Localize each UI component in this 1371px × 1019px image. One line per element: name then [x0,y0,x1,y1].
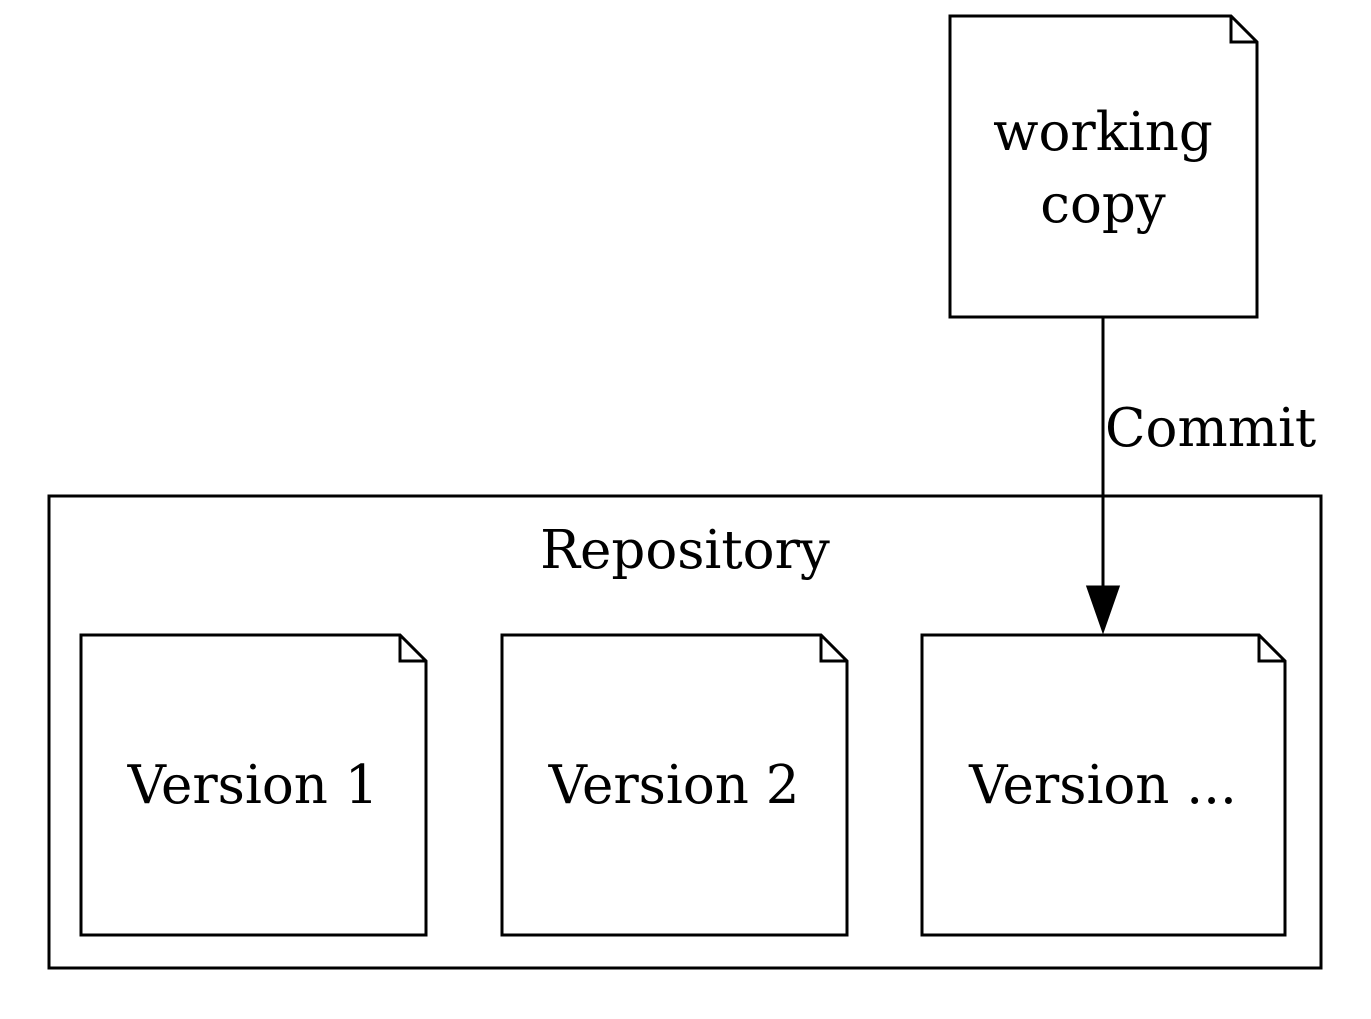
node-working-copy-fold [1229,16,1257,44]
node-working-copy-label-line-2: copy [1040,174,1166,235]
node-working-copy-shape [948,14,1259,319]
node-version-2-shape [500,633,849,937]
node-version-n-label: Version ... [968,755,1237,816]
edge-commit: Commit [1085,317,1316,635]
node-working-copy: working copy [948,14,1259,319]
node-version-2-label: Version 2 [548,755,800,816]
node-version-n: Version ... [920,633,1287,937]
edge-commit-arrowhead [1085,585,1121,635]
repository-cluster-label: Repository [540,520,830,581]
node-version-2-fold [819,635,847,663]
node-version-n-fold [1257,635,1285,663]
node-version-1-label: Version 1 [127,755,379,816]
node-version-1-fold [398,635,426,663]
node-version-1-shape [79,633,428,937]
node-working-copy-label-line-1: working [993,102,1213,163]
edge-commit-label: Commit [1105,398,1316,459]
node-version-2: Version 2 [500,633,849,937]
node-version-n-shape [920,633,1287,937]
node-version-1: Version 1 [79,633,428,937]
